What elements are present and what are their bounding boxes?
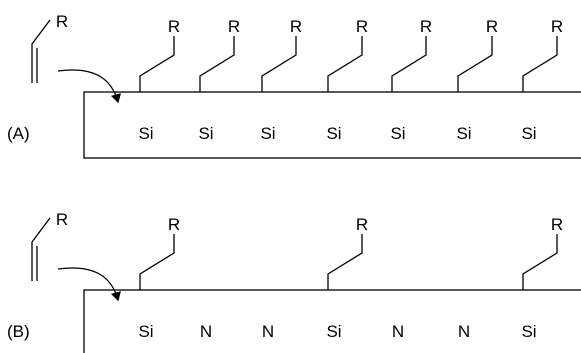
r-group-label: R xyxy=(420,17,432,36)
alkyl-chain xyxy=(139,234,175,290)
surface-atom: Si xyxy=(260,124,275,143)
substrate-surface xyxy=(83,91,581,159)
r-group-label: R xyxy=(168,215,180,234)
surface-atom: Si xyxy=(326,124,341,143)
alkyl-chain xyxy=(261,36,297,92)
alkyl-chain xyxy=(327,234,363,290)
surface-atom: Si xyxy=(390,124,405,143)
r-group-label: R xyxy=(290,17,302,36)
surface-atom: Si xyxy=(521,124,536,143)
alkyl-chain xyxy=(522,234,558,290)
reaction-arrow xyxy=(57,267,121,302)
panel-a: (A) Si Si Si Si Si Si Si R R R R R R R R xyxy=(7,12,581,159)
alkyl-chain xyxy=(199,36,235,92)
surface-atom: Si xyxy=(138,322,153,341)
alkene-bond xyxy=(31,217,51,281)
r-group-label: R xyxy=(228,17,240,36)
r-group-label: R xyxy=(551,215,563,234)
panel-b: (B) Si N N Si N N Si R R R R xyxy=(7,210,581,353)
panel-label: (A) xyxy=(7,124,30,143)
alkyl-chain xyxy=(139,36,175,92)
surface-atom: N xyxy=(200,322,212,341)
alkyl-chain xyxy=(522,36,558,92)
surface-atom: N xyxy=(262,322,274,341)
alkyl-chain xyxy=(457,36,493,92)
r-group-label: R xyxy=(486,17,498,36)
surface-atom: Si xyxy=(456,124,471,143)
surface-atom: N xyxy=(458,322,470,341)
r-group-label: R xyxy=(168,17,180,36)
surface-atom: N xyxy=(392,322,404,341)
r-group-label: R xyxy=(356,17,368,36)
reaction-arrow xyxy=(57,69,121,104)
alkyl-chain xyxy=(327,36,363,92)
r-group-label: R xyxy=(551,17,563,36)
alkene-r-group-label: R xyxy=(56,12,68,31)
alkyl-chain xyxy=(391,36,427,92)
surface-atom: Si xyxy=(138,124,153,143)
surface-atom: Si xyxy=(521,322,536,341)
surface-atom: Si xyxy=(326,322,341,341)
alkene-r-group-label: R xyxy=(56,210,68,229)
alkene-bond xyxy=(31,19,51,83)
surface-atom: Si xyxy=(198,124,213,143)
substrate-surface xyxy=(83,289,581,353)
r-group-label: R xyxy=(356,215,368,234)
panel-label: (B) xyxy=(7,322,30,341)
